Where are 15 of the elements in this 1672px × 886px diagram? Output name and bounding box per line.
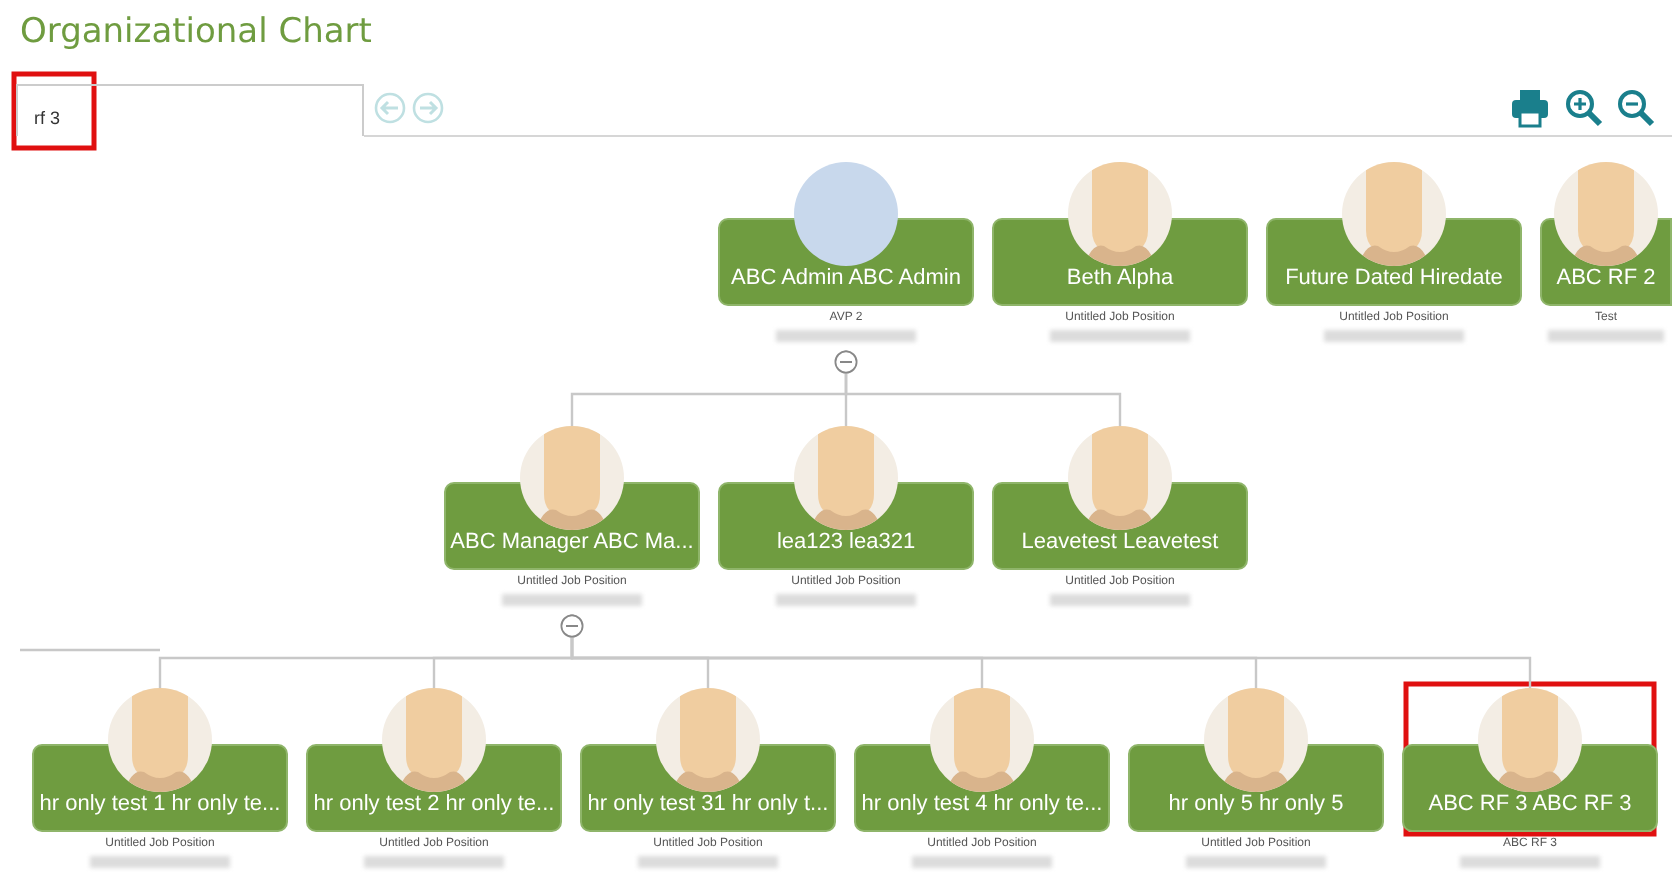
person-name: ABC Admin ABC Admin (729, 266, 963, 290)
search-field: rf 3 (16, 84, 364, 136)
person-name: hr only 5 hr only 5 (1166, 792, 1346, 816)
person-name: ABC Manager ABC Ma... (448, 530, 696, 554)
person-name: ABC RF 3 ABC RF 3 (1426, 792, 1634, 816)
person-name: hr only test 2 hr only te... (311, 792, 557, 816)
person-name: ABC RF 2 (1554, 266, 1658, 290)
page-title: Organizational Chart (20, 12, 372, 52)
person-name: lea123 lea321 (774, 530, 918, 554)
person-name: hr only test 1 hr only te... (37, 792, 283, 816)
person-name: Leavetest Leavetest (1019, 530, 1221, 554)
person-name: Future Dated Hiredate (1283, 266, 1505, 290)
person-name: hr only test 31 hr only t... (585, 792, 831, 816)
person-name: Beth Alpha (1064, 266, 1176, 290)
person-name: hr only test 4 hr only te... (859, 792, 1105, 816)
